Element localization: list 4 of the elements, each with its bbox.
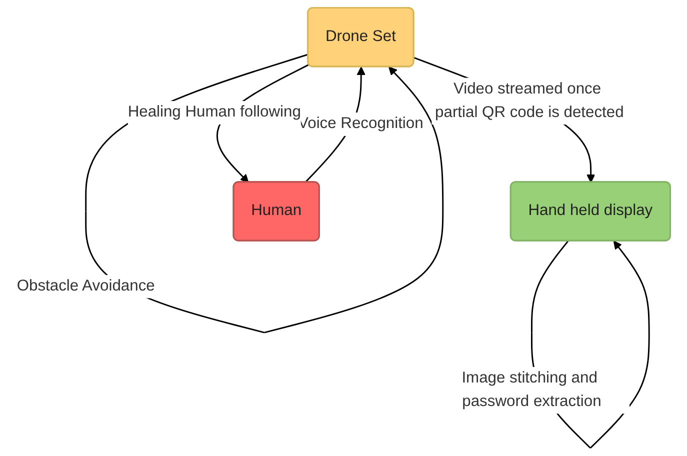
edge-label: Obstacle Avoidance [16,278,155,294]
edge-label: Video streamed once partial QR code is detected [435,80,624,121]
edge-label: Image stitching and password extraction [462,370,602,410]
edge-label: Healing Human following [128,104,301,121]
